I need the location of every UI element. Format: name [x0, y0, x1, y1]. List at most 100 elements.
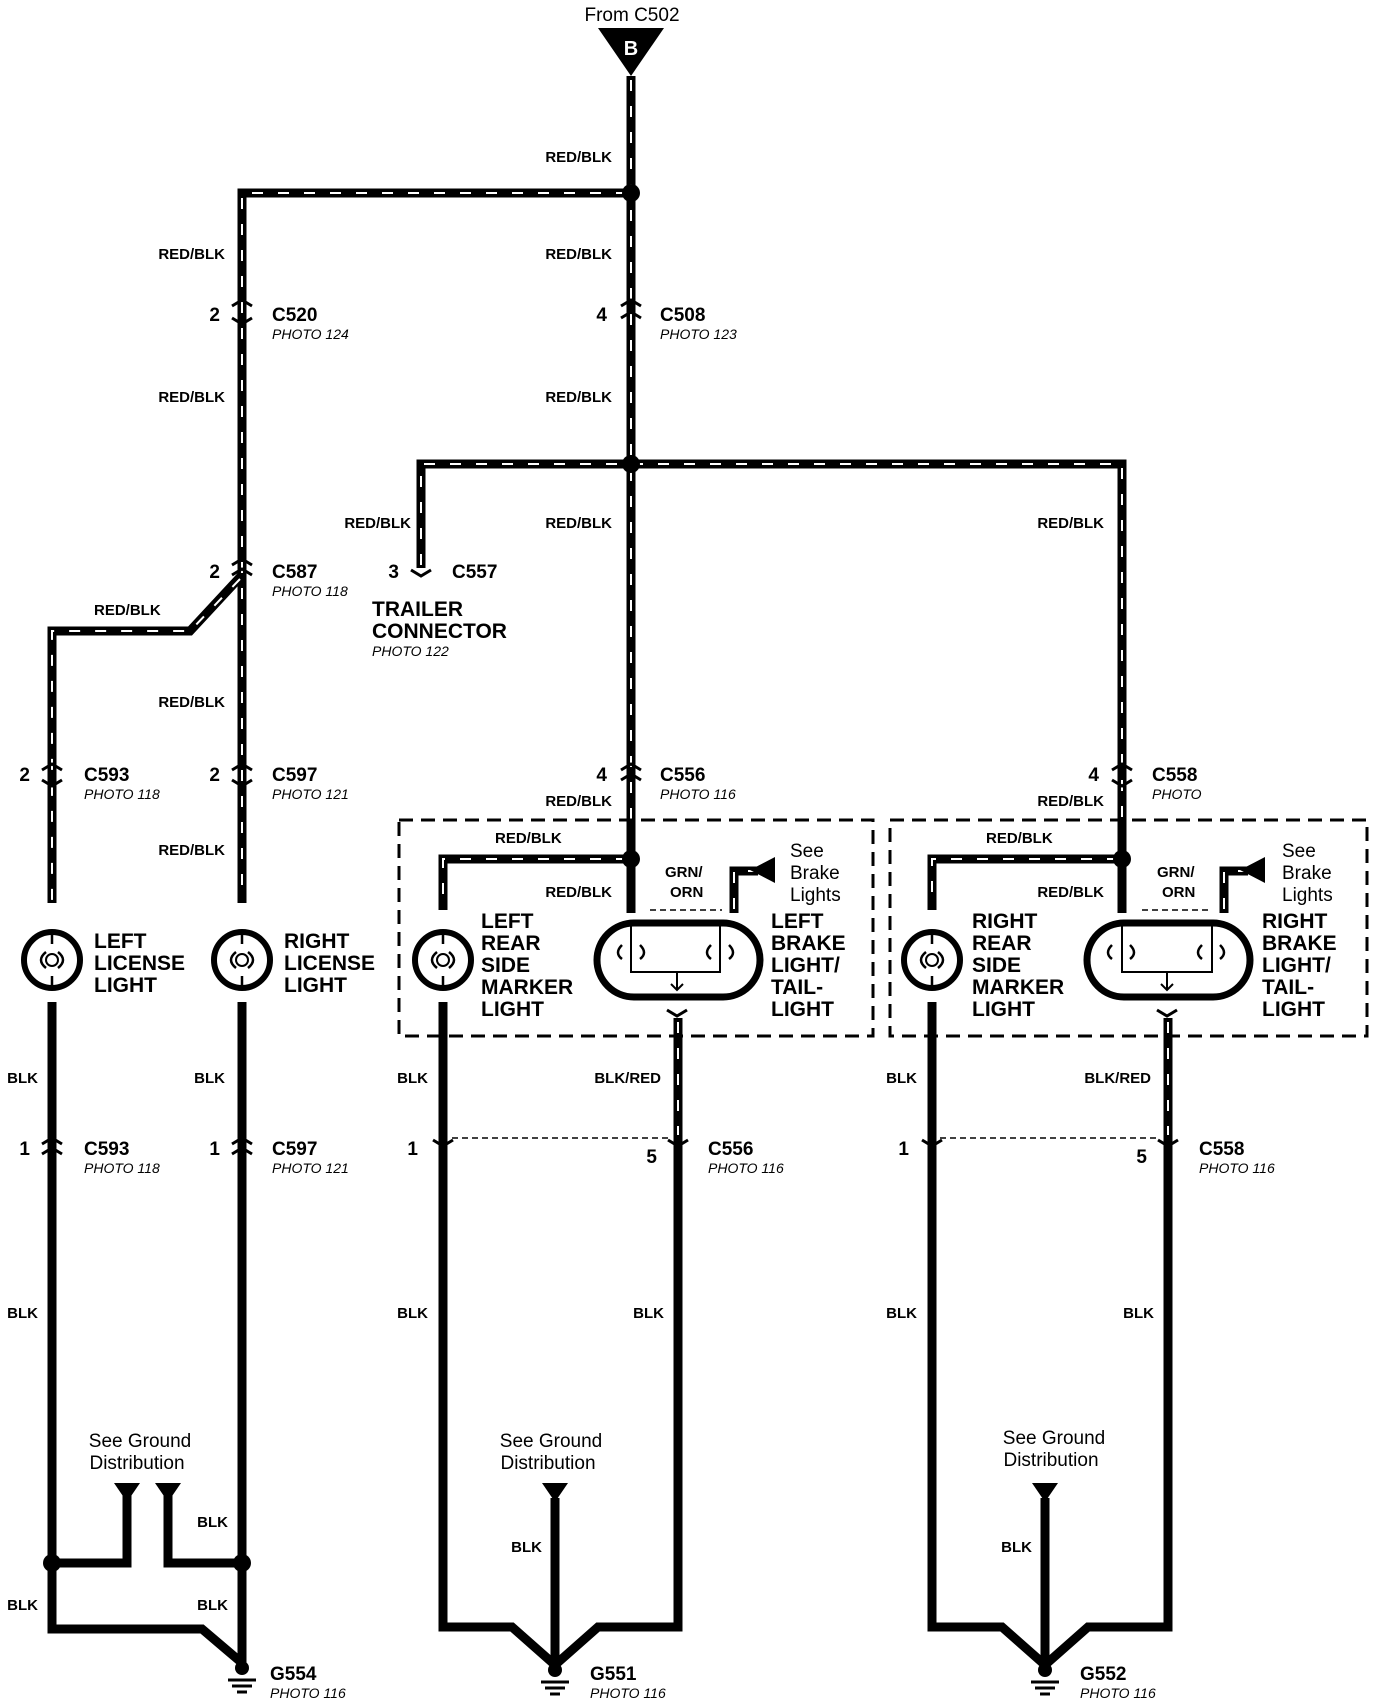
- svg-text:LIGHT: LIGHT: [94, 974, 157, 997]
- svg-text:LIGHT: LIGHT: [1262, 998, 1325, 1021]
- svg-text:RED/BLK: RED/BLK: [545, 246, 612, 263]
- g554-label: G554: [270, 1664, 317, 1685]
- svg-text:See Ground: See Ground: [89, 1431, 191, 1452]
- svg-text:Distribution: Distribution: [500, 1453, 595, 1474]
- svg-text:LIGHT/: LIGHT/: [1262, 954, 1331, 977]
- svg-text:RIGHT: RIGHT: [284, 930, 350, 953]
- svg-text:RED/BLK: RED/BLK: [158, 389, 225, 406]
- svg-text:PHOTO 116: PHOTO 116: [708, 1160, 784, 1176]
- right-brake-dual-bulb-icon: [1083, 919, 1254, 1001]
- ground-dist-arrow-icon: [114, 1483, 140, 1502]
- right-rear-assembly-box: [888, 818, 1369, 1038]
- svg-text:SIDE: SIDE: [972, 954, 1021, 977]
- svg-text:TAIL-: TAIL-: [771, 976, 823, 999]
- svg-text:BRAKE: BRAKE: [1262, 932, 1337, 955]
- svg-text:BLK: BLK: [7, 1597, 38, 1614]
- svg-text:GRN/: GRN/: [665, 864, 703, 881]
- g552-label: G552: [1080, 1664, 1126, 1685]
- svg-text:Lights: Lights: [1282, 885, 1333, 906]
- svg-text:PHOTO 116: PHOTO 116: [1080, 1685, 1156, 1701]
- svg-text:PHOTO 116: PHOTO 116: [1199, 1160, 1275, 1176]
- svg-text:4: 4: [596, 765, 607, 786]
- svg-text:PHOTO 118: PHOTO 118: [84, 786, 160, 802]
- ground-icon: [1031, 1663, 1059, 1696]
- left-brake-arrow-icon: [750, 857, 775, 883]
- source-label: From C502: [584, 5, 679, 26]
- trailer-connector-label: TRAILER: [372, 598, 463, 621]
- svg-text:RED/BLK: RED/BLK: [1037, 515, 1104, 532]
- c558-bottom-label: C558: [1199, 1139, 1244, 1160]
- svg-text:1: 1: [407, 1139, 418, 1160]
- svg-text:RED/BLK: RED/BLK: [344, 515, 411, 532]
- svg-text:5: 5: [1136, 1147, 1147, 1168]
- wire-color-labels: RED/BLK RED/BLK RED/BLK RED/BLK RED/BLK …: [7, 149, 1195, 1614]
- svg-text:1: 1: [19, 1139, 30, 1160]
- svg-text:BLK: BLK: [194, 1070, 225, 1087]
- svg-text:LIGHT/: LIGHT/: [771, 954, 840, 977]
- c508-label: C508: [660, 305, 705, 326]
- right-license-light-label: RIGHT LICENSE LIGHT: [284, 930, 375, 997]
- ground-dist-arrow-icon: [155, 1483, 181, 1502]
- svg-text:PHOTO 116: PHOTO 116: [660, 786, 736, 802]
- connector-symbols: [41, 298, 1179, 1156]
- ground-dist-arrow-icon: [1032, 1483, 1058, 1502]
- svg-text:RED/BLK: RED/BLK: [986, 830, 1053, 847]
- svg-text:PHOTO 118: PHOTO 118: [84, 1160, 160, 1176]
- grn-orn-wires: [729, 857, 1265, 913]
- svg-text:RED/BLK: RED/BLK: [158, 694, 225, 711]
- svg-text:RED/BLK: RED/BLK: [545, 389, 612, 406]
- see-ground-distribution-note-g551: See Ground Distribution: [500, 1431, 602, 1474]
- svg-text:RED/BLK: RED/BLK: [1037, 793, 1104, 810]
- svg-text:BLK: BLK: [1001, 1539, 1032, 1556]
- right-brake-tail-light-label: RIGHT BRAKE LIGHT/ TAIL- LIGHT: [1262, 910, 1337, 1021]
- svg-text:RED/BLK: RED/BLK: [495, 830, 562, 847]
- svg-text:TAIL-: TAIL-: [1262, 976, 1314, 999]
- svg-text:RIGHT: RIGHT: [972, 910, 1038, 933]
- svg-text:BLK: BLK: [7, 1070, 38, 1087]
- see-brake-lights-note-left: See Brake Lights: [790, 841, 841, 906]
- svg-text:1: 1: [898, 1139, 909, 1160]
- c593-bottom-label: C593: [84, 1139, 129, 1160]
- c587-label: C587: [272, 562, 317, 583]
- svg-text:Brake: Brake: [790, 863, 840, 884]
- svg-text:ORN: ORN: [1162, 884, 1195, 901]
- svg-text:CONNECTOR: CONNECTOR: [372, 620, 507, 643]
- svg-text:BLK: BLK: [511, 1539, 542, 1556]
- c556-top-label: C556: [660, 765, 705, 786]
- right-rear-side-marker-label: RIGHT REAR SIDE MARKER LIGHT: [972, 910, 1064, 1021]
- svg-text:PHOTO: PHOTO: [1152, 786, 1202, 802]
- svg-text:RED/BLK: RED/BLK: [158, 246, 225, 263]
- blk-wires: [47, 1002, 1173, 1669]
- svg-text:BLK: BLK: [197, 1514, 228, 1531]
- c593-top-label: C593: [84, 765, 129, 786]
- svg-text:PHOTO 116: PHOTO 116: [590, 1685, 666, 1701]
- left-marker-bulb-icon: [412, 929, 474, 991]
- svg-text:LICENSE: LICENSE: [284, 952, 375, 975]
- see-brake-lights-note-right: See Brake Lights: [1282, 841, 1333, 906]
- svg-text:LIGHT: LIGHT: [972, 998, 1035, 1021]
- see-ground-distribution-note-g554: See Ground Distribution: [89, 1431, 191, 1474]
- svg-text:2: 2: [209, 765, 220, 786]
- svg-text:ORN: ORN: [670, 884, 703, 901]
- c520-label: C520: [272, 305, 317, 326]
- svg-text:LICENSE: LICENSE: [94, 952, 185, 975]
- svg-text:2: 2: [19, 765, 30, 786]
- right-license-bulb-icon: [211, 929, 273, 991]
- svg-text:RED/BLK: RED/BLK: [545, 149, 612, 166]
- svg-text:RED/BLK: RED/BLK: [545, 793, 612, 810]
- svg-text:REAR: REAR: [972, 932, 1032, 955]
- svg-text:PHOTO 124: PHOTO 124: [272, 326, 349, 342]
- ground-icon: [228, 1661, 256, 1694]
- svg-text:BRAKE: BRAKE: [771, 932, 846, 955]
- svg-text:LIGHT: LIGHT: [771, 998, 834, 1021]
- svg-text:3: 3: [388, 562, 399, 583]
- svg-text:PHOTO 123: PHOTO 123: [660, 326, 737, 342]
- g551-label: G551: [590, 1664, 637, 1685]
- svg-text:4: 4: [1088, 765, 1099, 786]
- svg-text:See Ground: See Ground: [500, 1431, 602, 1452]
- svg-text:RIGHT: RIGHT: [1262, 910, 1328, 933]
- ground-dist-arrow-icon: [542, 1483, 568, 1502]
- right-brake-arrow-icon: [1240, 857, 1265, 883]
- svg-text:RED/BLK: RED/BLK: [545, 515, 612, 532]
- svg-text:Lights: Lights: [790, 885, 841, 906]
